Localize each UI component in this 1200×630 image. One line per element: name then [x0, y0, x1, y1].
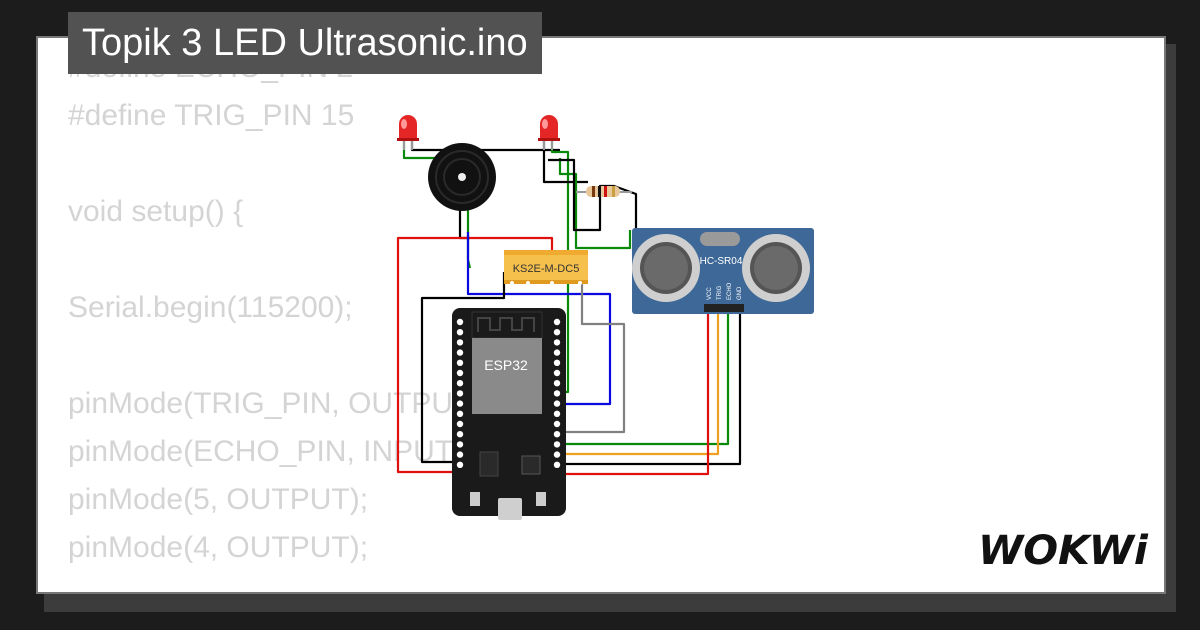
esp32-pin [553, 380, 561, 387]
ultrasonic-sensor: HC-SR04 VCC TRIG ECHO GND [632, 228, 814, 314]
led-1 [397, 115, 419, 150]
sensor-pin-trig-label: TRIG [717, 285, 723, 300]
esp32-board: ESP32 [452, 308, 566, 520]
esp32-pin [456, 461, 464, 468]
resistor [576, 186, 632, 197]
wire-black-gnd [556, 312, 742, 466]
sensor-label: HC-SR04 [700, 256, 743, 267]
esp32-pin [456, 410, 464, 417]
relay-label: KS2E-M-DC5 [513, 263, 580, 275]
esp32-pin [553, 390, 561, 397]
buzzer [428, 143, 496, 211]
led-2 [538, 115, 560, 150]
wire-black-esp [420, 272, 506, 464]
esp32-pin [456, 380, 464, 387]
sensor-pin-gnd-label: GND [737, 286, 743, 300]
wire-red-vcc [556, 312, 710, 476]
wire-orange-trig [556, 312, 720, 456]
esp32-pin [456, 329, 464, 336]
esp32-pin [456, 318, 464, 326]
esp32-pin [456, 400, 464, 407]
esp32-pin [553, 461, 561, 468]
esp32-pin [553, 359, 561, 366]
esp32-pin [553, 451, 561, 458]
esp32-pin [553, 431, 561, 438]
esp32-pin [456, 369, 464, 377]
esp32-pin [553, 400, 561, 407]
relay: KS2E-M-DC5 [504, 250, 588, 285]
sensor-pin-echo-label: ECHO [727, 282, 733, 300]
esp32-pin [456, 390, 464, 397]
esp32-pin [553, 441, 561, 448]
sensor-pin-vcc-label: VCC [707, 287, 713, 300]
esp32-pin [456, 451, 464, 458]
wire-green-resistor [558, 158, 632, 250]
esp32-pin [456, 431, 464, 438]
wire-black-led1 [410, 140, 560, 152]
wires [396, 140, 742, 476]
esp32-pin [456, 339, 464, 346]
esp32-pin [553, 329, 561, 336]
esp32-pin [456, 420, 464, 428]
esp32-pin [553, 339, 561, 346]
wire-blue [466, 232, 612, 406]
page-title: Topik 3 LED Ultrasonic.ino [68, 12, 542, 74]
esp32-pin [553, 349, 561, 356]
code-line: Serial.begin(115200); [68, 291, 353, 324]
esp32-pin [553, 420, 561, 428]
esp32-pin [456, 349, 464, 356]
esp32-label: ESP32 [484, 357, 528, 373]
preview-card: #define ECHO_PIN 2#define TRIG_PIN 15 vo… [36, 36, 1166, 594]
esp32-right-pins [553, 318, 561, 468]
esp32-pin [456, 441, 464, 448]
code-line: #define TRIG_PIN 15 [68, 99, 355, 132]
svg-text:WOKWi: WOKWi [978, 528, 1149, 574]
esp32-pin [456, 359, 464, 366]
esp32-left-pins [456, 318, 464, 468]
wire-green-echo [556, 312, 730, 446]
code-line: pinMode(ECHO_PIN, INPUT); [68, 435, 472, 468]
code-line: void setup() { [68, 195, 244, 228]
wire-red-relay [396, 236, 554, 474]
esp32-pin [553, 318, 561, 326]
esp32-pin [553, 410, 561, 417]
wire-gray [556, 276, 626, 434]
code-line: pinMode(4, OUTPUT); [68, 531, 369, 564]
esp32-pin [553, 369, 561, 377]
wokwi-logo: WOKWi [978, 528, 1149, 574]
code-line: pinMode(5, OUTPUT); [68, 483, 369, 516]
